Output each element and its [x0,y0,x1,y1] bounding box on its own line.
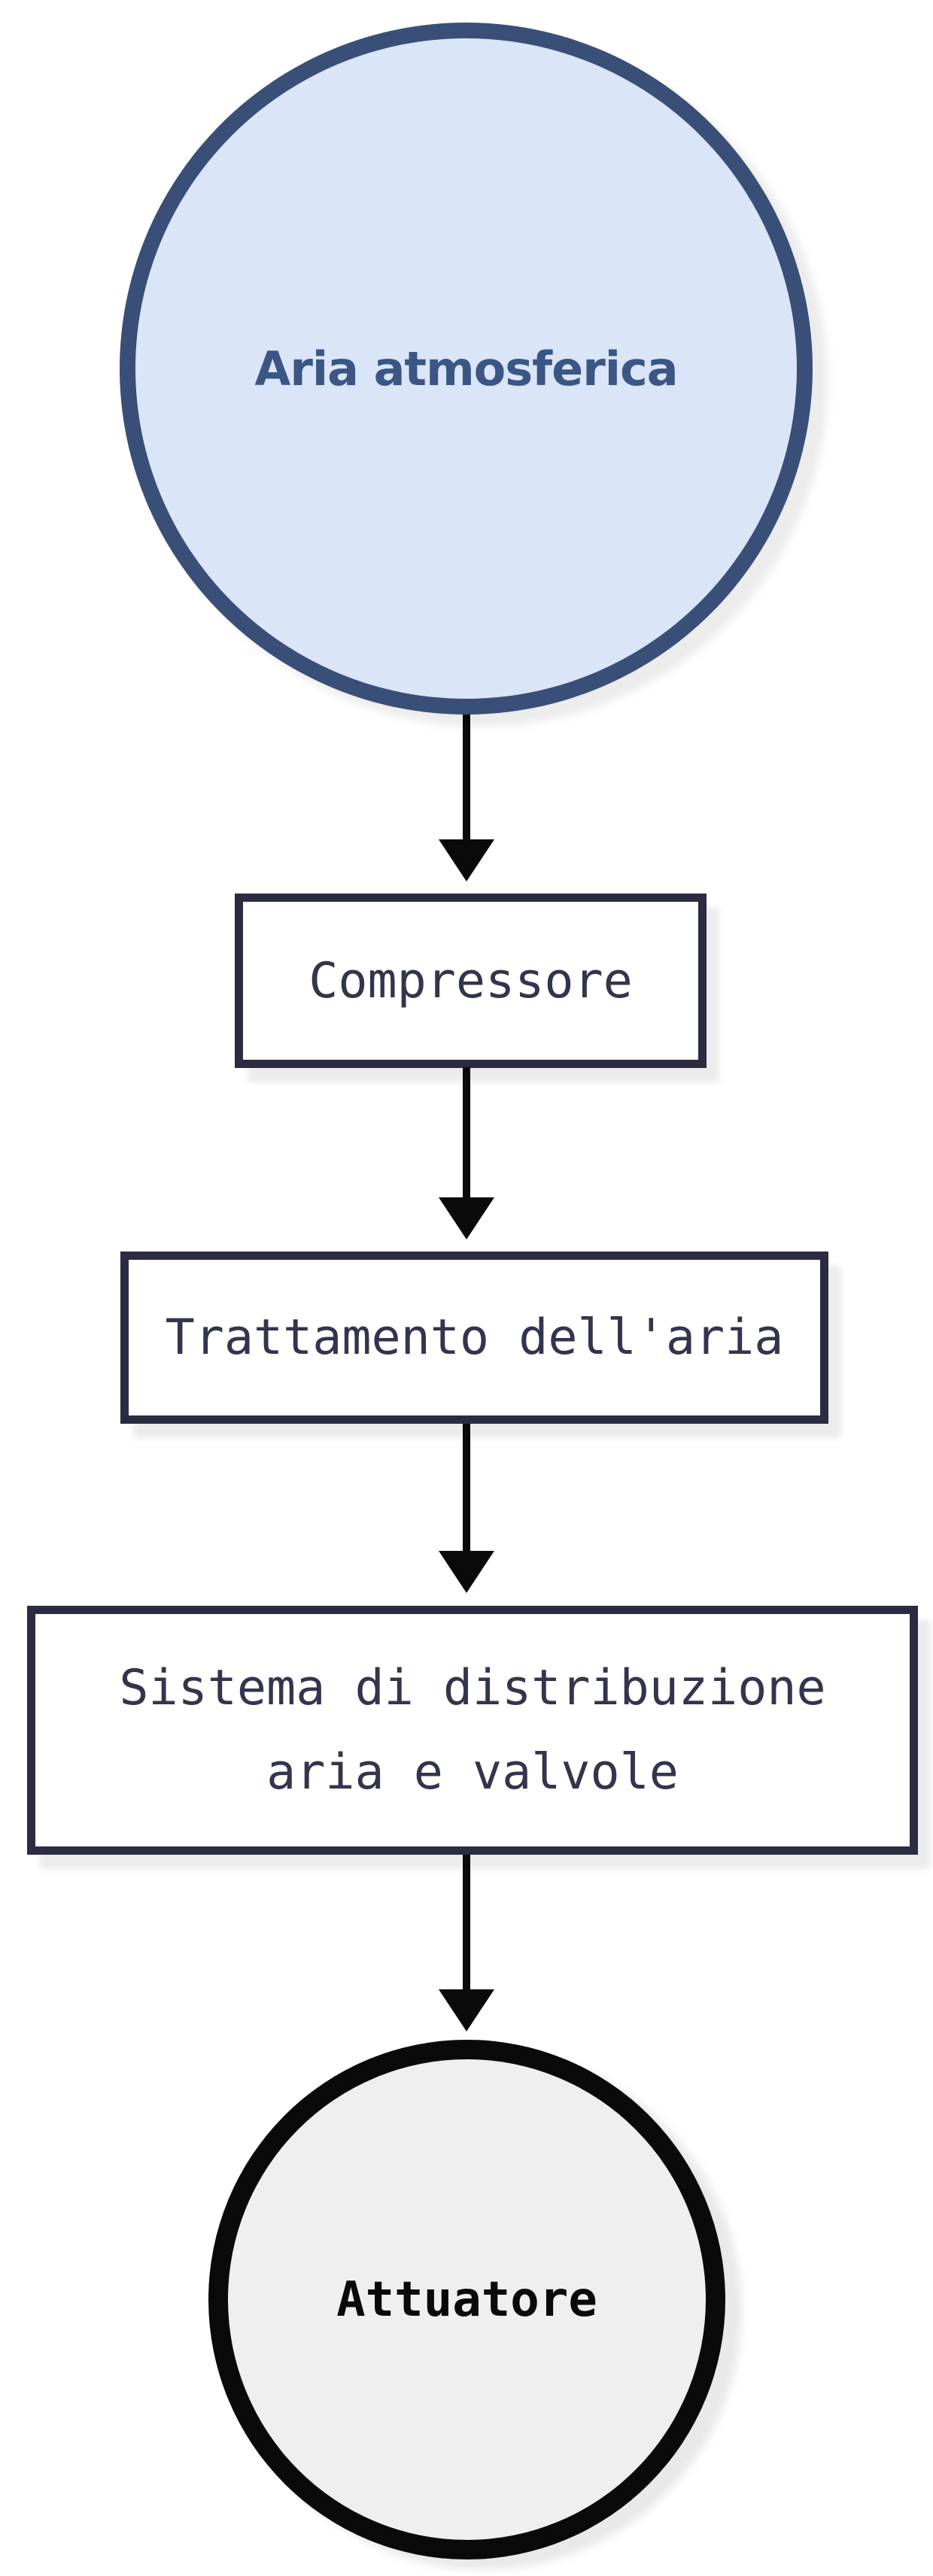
node-aria-atmosferica: Aria atmosferica [120,23,813,715]
node-compressore-label: Compressore [308,952,633,1009]
node-sistema-distribuzione: Sistema di distribuzione aria e valvole [27,1606,918,1855]
arrow-1-head-icon [439,839,494,881]
arrow-2-shaft [463,1067,470,1199]
node-sistema-distribuzione-line1: Sistema di distribuzione [119,1659,826,1716]
node-aria-atmosferica-label: Aria atmosferica [254,341,678,396]
arrow-4-head-icon [439,1989,494,2031]
node-attuatore: Attuatore [208,2040,725,2559]
node-sistema-distribuzione-line2: aria e valvole [266,1743,679,1801]
node-trattamento-aria: Trattamento dell'aria [120,1252,828,1424]
arrow-3-head-icon [439,1551,494,1593]
arrow-4-shaft [463,1855,470,1991]
node-trattamento-aria-label: Trattamento dell'aria [165,1309,784,1366]
arrow-2-head-icon [439,1197,494,1239]
arrow-1-shaft [463,715,470,842]
arrow-3-shaft [463,1424,470,1552]
node-compressore: Compressore [235,894,707,1068]
node-attuatore-label: Attuatore [336,2271,597,2328]
